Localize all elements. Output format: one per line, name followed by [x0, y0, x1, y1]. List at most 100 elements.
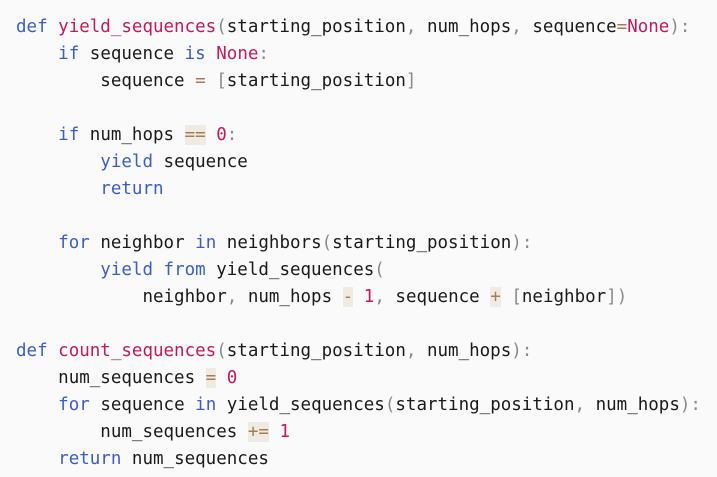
number-token: 0	[216, 125, 227, 145]
punctuation-token: [	[216, 71, 227, 91]
keyword-token: return	[58, 449, 122, 469]
identifier-token: starting_position	[226, 71, 406, 91]
code-line[interactable]: if sequence is None:	[16, 41, 717, 68]
punctuation-token: ,	[574, 395, 586, 415]
code-line[interactable]: num_sequences += 1	[16, 419, 717, 446]
line-indent	[16, 422, 100, 442]
code-editor[interactable]: def yield_sequences(starting_position, n…	[16, 14, 717, 473]
code-line[interactable]: return	[16, 176, 717, 203]
identifier-token: num_hops	[426, 17, 512, 37]
whitespace	[121, 449, 132, 469]
whitespace	[216, 233, 227, 253]
identifier-token: num_hops	[89, 125, 175, 145]
punctuation-token: ,	[226, 287, 238, 307]
code-line[interactable]: def count_sequences(starting_position, n…	[16, 338, 717, 365]
identifier-token: sequence	[100, 71, 185, 91]
punctuation-token: :	[226, 125, 238, 145]
operator-token: -	[342, 287, 354, 307]
identifier-token: neighbors	[226, 233, 322, 253]
code-line[interactable]: num_sequences = 0	[16, 365, 717, 392]
keyword-token: is	[184, 44, 206, 64]
line-indent	[16, 71, 100, 91]
line-indent	[16, 260, 100, 280]
identifier-token: num_sequences	[58, 368, 196, 388]
code-line[interactable]	[16, 95, 717, 122]
code-line[interactable]: neighbor, num_hops - 1, sequence + [neig…	[16, 284, 717, 311]
punctuation-token: ]	[405, 71, 417, 91]
line-indent	[16, 233, 58, 253]
line-indent	[16, 44, 58, 64]
line-indent	[16, 179, 100, 199]
keyword-token: for	[58, 395, 90, 415]
punctuation-token: ,	[374, 287, 385, 307]
punctuation-token: (	[321, 233, 333, 253]
identifier-token: starting_position	[226, 17, 406, 37]
punctuation-token: (	[216, 17, 227, 37]
whitespace	[585, 395, 596, 415]
punctuation-token: ):	[511, 341, 533, 361]
punctuation-token: ,	[511, 17, 522, 37]
keyword-token: from	[163, 260, 206, 280]
whitespace	[153, 152, 164, 172]
keyword-token: return	[100, 179, 164, 199]
identifier-token: starting_position	[395, 395, 575, 415]
operator-token: =	[616, 17, 628, 37]
whitespace	[79, 44, 90, 64]
identifier-token: sequence	[89, 44, 175, 64]
whitespace	[48, 17, 59, 37]
punctuation-token: ,	[405, 341, 417, 361]
punctuation-token: ])	[606, 287, 628, 307]
code-line[interactable]: return num_sequences	[16, 446, 717, 473]
whitespace	[206, 71, 217, 91]
identifier-token: sequence	[100, 395, 185, 415]
code-line[interactable]: sequence = [starting_position]	[16, 68, 717, 95]
number-token: 0	[226, 368, 238, 388]
whitespace	[416, 341, 427, 361]
identifier-token: neighbor	[100, 233, 185, 253]
function-name-token: count_sequences	[58, 341, 217, 361]
whitespace	[174, 44, 185, 64]
identifier-token: num_hops	[595, 395, 680, 415]
code-line[interactable]: for neighbor in neighbors(starting_posit…	[16, 230, 717, 257]
code-line[interactable]: yield sequence	[16, 149, 717, 176]
code-line[interactable]	[16, 311, 717, 338]
keyword-token: def	[16, 341, 48, 361]
line-indent	[16, 395, 58, 415]
whitespace	[90, 233, 101, 253]
keyword-token: for	[58, 233, 90, 253]
number-token: 1	[279, 422, 290, 442]
whitespace	[237, 287, 248, 307]
punctuation-token: (	[374, 260, 385, 280]
code-line[interactable]: yield from yield_sequences(	[16, 257, 717, 284]
identifier-token: sequence	[163, 152, 248, 172]
punctuation-token: (	[384, 395, 396, 415]
keyword-token: yield	[100, 152, 153, 172]
code-line[interactable]	[16, 203, 717, 230]
keyword-token: in	[195, 395, 217, 415]
whitespace	[480, 287, 491, 307]
identifier-token: sequence	[395, 287, 480, 307]
identifier-token: num_hops	[426, 341, 512, 361]
line-indent	[16, 449, 58, 469]
identifier-token: sequence	[532, 17, 617, 37]
punctuation-token: ,	[405, 17, 417, 37]
constant-token: None	[627, 17, 670, 37]
code-line[interactable]: def yield_sequences(starting_position, n…	[16, 14, 717, 41]
identifier-token: num_sequences	[100, 422, 238, 442]
code-line[interactable]: if num_hops == 0:	[16, 122, 717, 149]
identifier-token: neighbor	[521, 287, 607, 307]
punctuation-token: [	[511, 287, 522, 307]
identifier-token: neighbor	[142, 287, 227, 307]
whitespace	[90, 395, 101, 415]
operator-token: +=	[247, 422, 269, 442]
whitespace	[501, 287, 512, 307]
keyword-token: if	[58, 125, 80, 145]
whitespace	[48, 341, 59, 361]
whitespace	[522, 17, 533, 37]
whitespace	[216, 368, 227, 388]
identifier-token: num_sequences	[131, 449, 269, 469]
code-line[interactable]: for sequence in yield_sequences(starting…	[16, 392, 717, 419]
whitespace	[216, 395, 227, 415]
whitespace	[385, 287, 396, 307]
whitespace	[416, 17, 427, 37]
